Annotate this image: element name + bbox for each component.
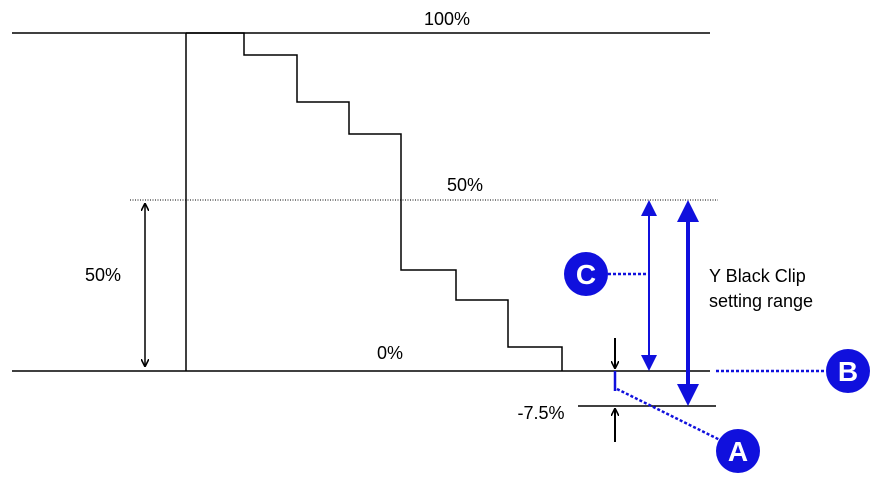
marker-a-badge: A — [716, 429, 760, 473]
marker-a-letter: A — [728, 436, 748, 467]
label-50-percent: 50% — [447, 175, 483, 195]
marker-c-badge: C — [564, 252, 608, 296]
marker-c-arrow-head-bottom — [641, 355, 657, 371]
label-left-span: 50% — [85, 265, 121, 285]
marker-c-arrow-head-top — [641, 200, 657, 216]
label-range-line1: Y Black Clip — [709, 266, 806, 286]
marker-a-leader — [616, 387, 721, 442]
label-range-line2: setting range — [709, 291, 813, 311]
marker-c-letter: C — [576, 259, 596, 290]
marker-b-arrow-head-top — [677, 200, 699, 222]
marker-b-letter: B — [838, 356, 858, 387]
label-0-percent: 0% — [377, 343, 403, 363]
marker-b-arrow-head-bottom — [677, 384, 699, 406]
label-100-percent: 100% — [424, 9, 470, 29]
staircase-waveform — [186, 32, 563, 371]
label-neg-7-5-percent: -7.5% — [517, 403, 564, 423]
marker-b-badge: B — [826, 349, 870, 393]
